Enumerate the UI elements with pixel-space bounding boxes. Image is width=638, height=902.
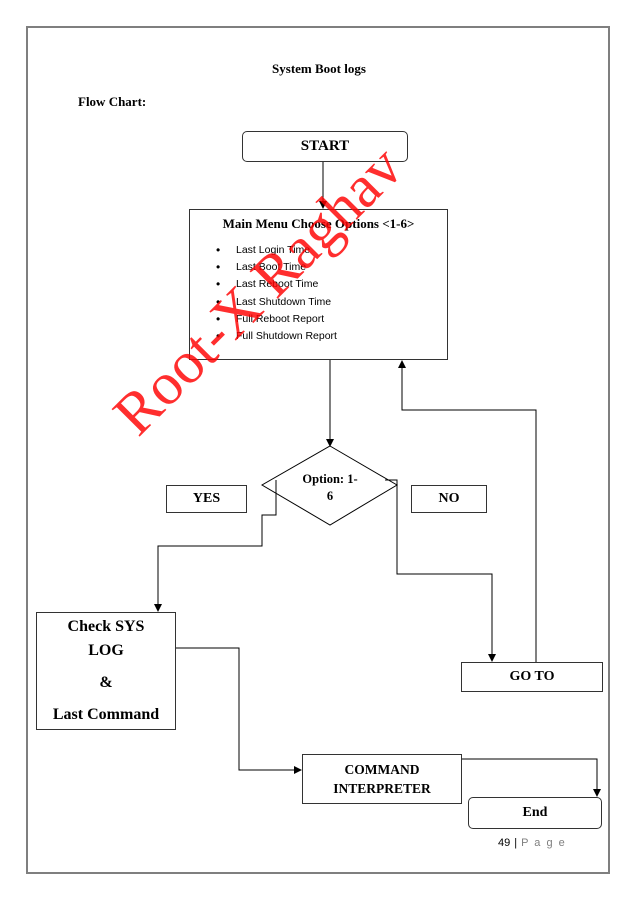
menu-option: Full Reboot Report xyxy=(216,311,337,328)
command-line2: INTERPRETER xyxy=(333,781,431,796)
arrow-command-to-end xyxy=(462,758,601,797)
check-line3: & xyxy=(99,674,113,691)
arrow-yes-to-check xyxy=(154,480,277,612)
menu-option: Full Shutdown Report xyxy=(216,328,337,345)
check-line4: Last Command xyxy=(52,706,160,723)
page-footer: 49|P a g e xyxy=(498,837,566,849)
decision-diamond xyxy=(261,445,398,526)
command-interpreter-node: COMMAND INTERPRETER xyxy=(302,754,462,804)
decision-label: Option: 1- 6 xyxy=(280,471,380,505)
no-label: NO xyxy=(411,485,487,513)
check-line1: Check SYS xyxy=(67,618,145,635)
arrow-check-to-command xyxy=(176,647,302,774)
main-menu-options: Last Login Time Last Boot Time Last Rebo… xyxy=(216,242,337,345)
command-line1: COMMAND xyxy=(344,762,420,777)
check-line2: LOG xyxy=(88,642,124,659)
page-border xyxy=(26,26,610,874)
footer-separator: | xyxy=(514,837,518,849)
decision-label-line2: 6 xyxy=(326,489,334,503)
flowchart-heading: Flow Chart: xyxy=(78,94,147,109)
menu-option: Last Login Time xyxy=(216,242,337,259)
main-menu-node: Main Menu Choose Options <1-6> Last Logi… xyxy=(189,209,448,360)
check-syslog-node: Check SYS LOG & Last Command xyxy=(36,612,176,730)
end-node: End xyxy=(468,797,602,829)
start-node: START xyxy=(242,131,408,162)
arrow-goto-to-menu xyxy=(398,360,537,662)
arrow-no-to-goto xyxy=(385,479,496,662)
yes-label: YES xyxy=(166,485,247,513)
main-menu-title: Main Menu Choose Options <1-6> xyxy=(222,216,415,231)
goto-node: GO TO xyxy=(461,662,603,692)
page-number: 49 xyxy=(498,837,511,849)
menu-option: Last Reboot Time xyxy=(216,276,337,293)
decision-label-line1: Option: 1- xyxy=(302,472,358,486)
page-label: P a g e xyxy=(521,837,567,849)
document-title: System Boot logs xyxy=(272,61,366,76)
menu-option: Last Shutdown Time xyxy=(216,294,337,311)
menu-option: Last Boot Time xyxy=(216,259,337,276)
